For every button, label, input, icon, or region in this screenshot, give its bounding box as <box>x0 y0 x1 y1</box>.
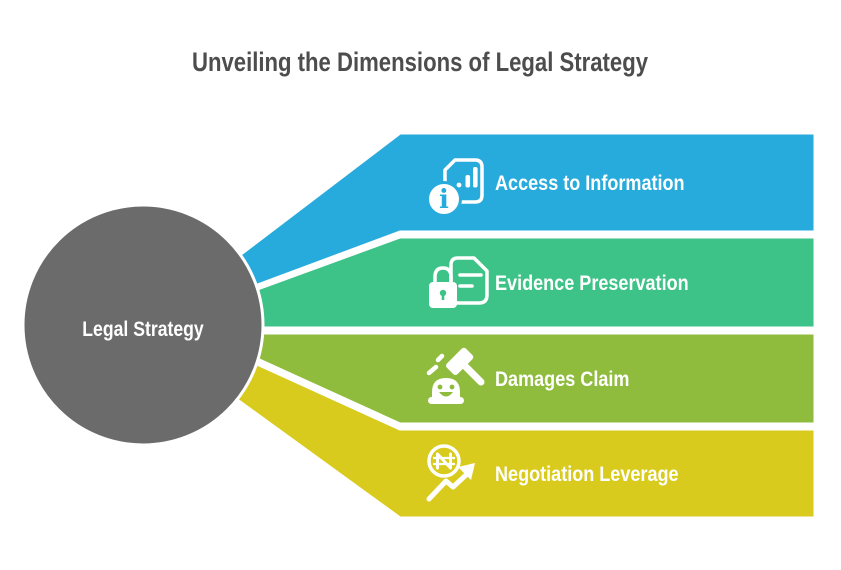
svg-text:i: i <box>439 185 449 215</box>
band-label-access-to-information: Access to Information <box>495 172 685 196</box>
band-label-negotiation-leverage: Negotiation Leverage <box>495 463 679 487</box>
naira-growth-arrow-icon <box>426 444 475 502</box>
band-label-evidence-preservation: Evidence Preservation <box>495 272 689 296</box>
band-label-damages-claim: Damages Claim <box>495 368 629 392</box>
legal-strategy-circle <box>21 203 265 447</box>
gavel-strike-icon <box>426 347 485 404</box>
locked-document-icon <box>429 256 489 308</box>
legal-strategy-label: Legal Strategy <box>82 318 204 342</box>
document-bar-chart-info-icon: i <box>426 158 484 217</box>
band-access-to-information <box>143 131 817 329</box>
page-title: Unveiling the Dimensions of Legal Strate… <box>192 48 648 78</box>
